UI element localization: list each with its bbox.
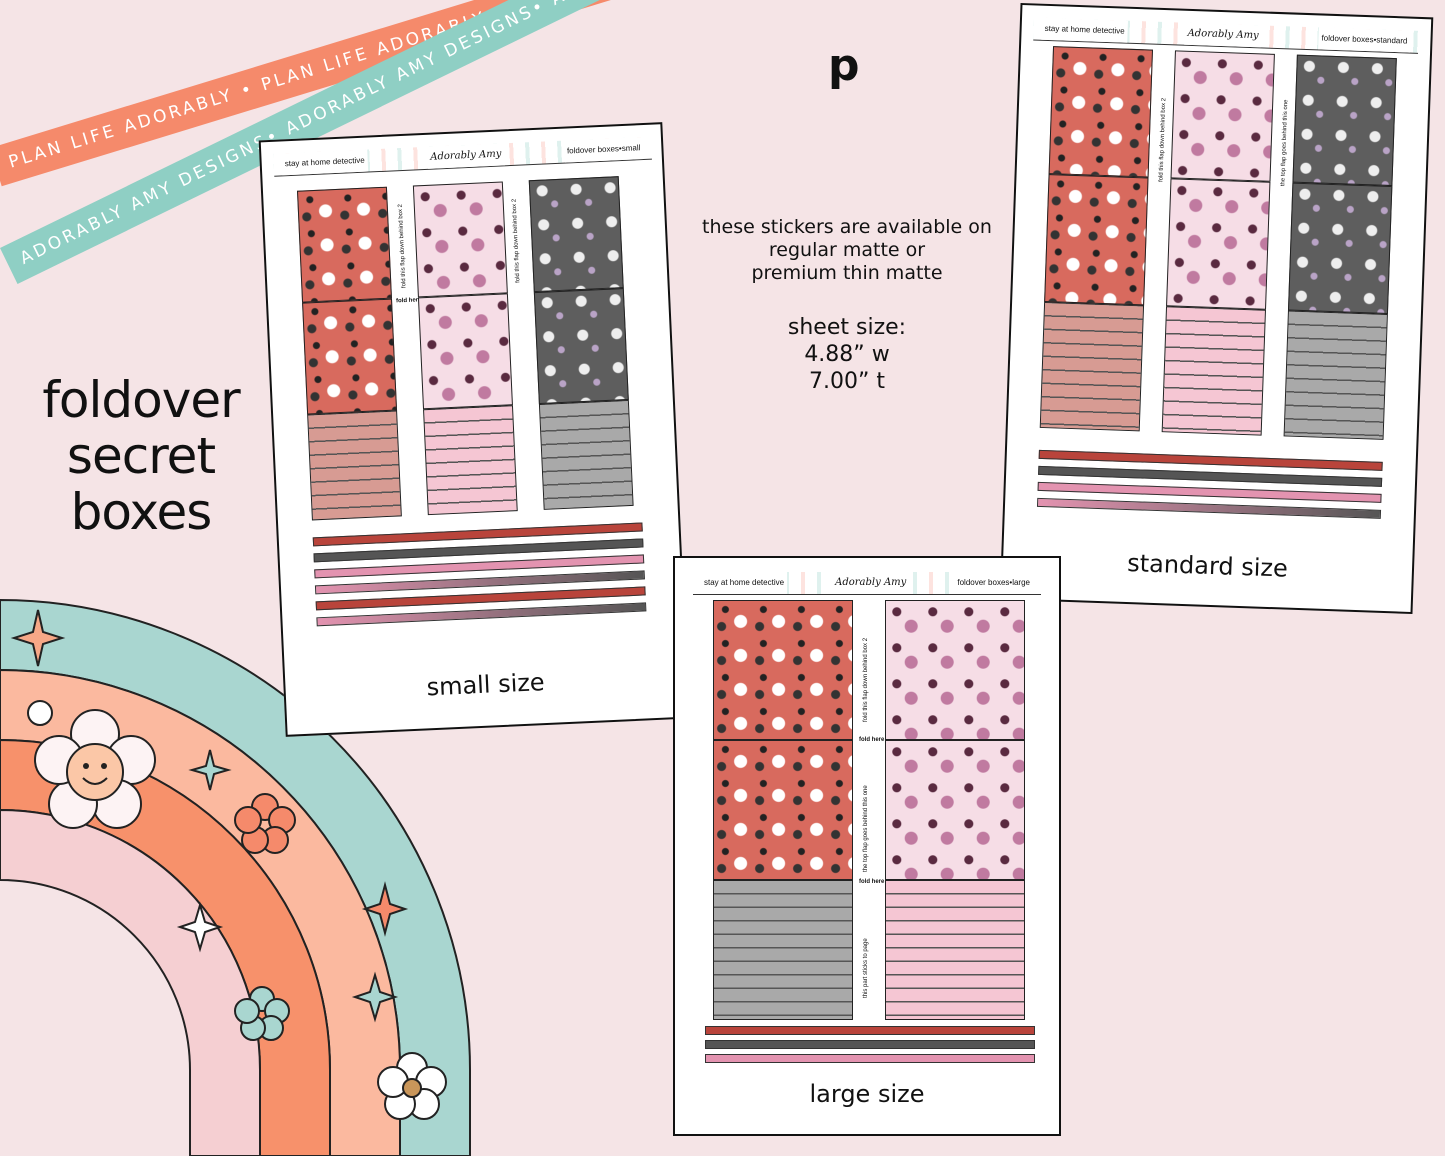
title-line: boxes: [70, 483, 213, 541]
title-line: secret: [66, 427, 216, 485]
logo-mark: p: [828, 40, 860, 91]
large-sticker-sheet: stay at home detective Adorably Amy fold…: [693, 572, 1041, 1072]
lined-box: [1161, 306, 1266, 436]
instruction-text: fold this flap down behind box 2: [397, 203, 408, 289]
sticker-box: [713, 740, 853, 880]
sheet-type-label: foldover boxes•large: [954, 572, 1033, 594]
sticker-box: [885, 740, 1025, 880]
box-column-red: [713, 600, 853, 1020]
stripe: [705, 1026, 1035, 1035]
instruction-text: fold this flap down behind box 2: [511, 198, 522, 283]
stripe: [705, 1040, 1035, 1049]
sheet-header: stay at home detective Adorably Amy fold…: [273, 136, 652, 177]
smiley-flower-icon: [34, 709, 156, 829]
instruction-text: the top flap goes behind this one: [863, 785, 869, 872]
box-column-grey: [528, 176, 634, 510]
rainbow-illustration: [0, 598, 471, 1156]
large-size-card: stay at home detective Adorably Amy fold…: [673, 556, 1061, 1136]
lined-box: [1283, 310, 1388, 440]
sheet-size-width: 4.88” w: [804, 342, 890, 367]
sticker-box: [1287, 182, 1393, 314]
sticker-box: [885, 600, 1025, 740]
stripe-set: [1036, 449, 1383, 532]
availability-line: regular matte or: [768, 239, 926, 261]
box-column-pink: [1161, 50, 1275, 436]
box-column-pink: [885, 600, 1025, 1020]
product-title: foldover secret boxes: [34, 372, 248, 540]
lined-box: [713, 880, 853, 1020]
sticker-box: [302, 298, 398, 415]
availability-line: premium thin matte: [751, 262, 943, 284]
sticker-box: [1170, 50, 1275, 182]
sticker-box: [412, 181, 508, 298]
orange-flower-icon: [234, 793, 296, 854]
standard-size-card: stay at home detective Adorably Amy fold…: [999, 2, 1434, 615]
box-column-red: [1039, 46, 1153, 432]
sticker-box: [528, 176, 624, 293]
stripe-set: [312, 522, 648, 647]
standard-sticker-sheet: stay at home detective Adorably Amy fold…: [1015, 17, 1419, 556]
brand-logo: Adorably Amy: [832, 572, 910, 594]
lined-box: [538, 399, 634, 510]
sheet-type-label: foldover boxes•standard: [1318, 27, 1411, 53]
fold-label: fold here: [859, 879, 885, 885]
sticker-box: [713, 600, 853, 740]
instruction-text: fold this flap down behind box 2: [863, 637, 869, 722]
large-size-caption: large size: [809, 1080, 925, 1108]
availability-line: these stickers are available on: [702, 216, 992, 238]
sheet-header: stay at home detective Adorably Amy fold…: [693, 572, 1041, 595]
sticker-box: [533, 288, 629, 405]
sticker-box: [296, 186, 392, 303]
sheet-size-info: sheet size: 4.88” w 7.00” t: [740, 314, 954, 395]
sticker-box: [1048, 46, 1153, 178]
lined-box: [1039, 301, 1145, 432]
instruction-text: fold this flap down behind box 2: [1158, 97, 1168, 183]
box-column-pink: [412, 181, 518, 516]
stripe: [705, 1054, 1035, 1063]
lined-box: [885, 880, 1025, 1020]
eye-icon: [27, 700, 53, 726]
sparkle-icon: [176, 901, 224, 953]
small-size-card: stay at home detective Adorably Amy fold…: [258, 122, 690, 737]
sticker-box: [1044, 174, 1149, 306]
sparkle-icon: [188, 749, 232, 791]
sheet-theme-label: stay at home detective: [701, 572, 788, 594]
sheet-theme-label: stay at home detective: [281, 149, 369, 176]
sticker-box: [1292, 54, 1397, 187]
sheet-theme-label: stay at home detective: [1041, 17, 1129, 43]
title-line: foldover: [42, 371, 240, 429]
sticker-box: [417, 293, 513, 410]
sparkle-icon: [361, 881, 409, 937]
sparkle-icon: [351, 971, 399, 1023]
white-flower-icon: [377, 1052, 447, 1120]
sparkle-icon: [10, 609, 66, 667]
lined-box: [423, 405, 518, 516]
sheet-size-height: 7.00” t: [808, 369, 885, 394]
box-column-grey: [1283, 54, 1397, 440]
stripe-set: [705, 1026, 1035, 1066]
brand-logo: Adorably Amy: [426, 143, 505, 169]
small-sticker-sheet: stay at home detective Adorably Amy fold…: [273, 136, 675, 674]
availability-note: these stickers are available on regular …: [690, 216, 1004, 285]
instruction-text: this part sticks to page: [863, 938, 869, 998]
mint-flower-icon: [234, 986, 290, 1041]
fold-label: fold here: [859, 737, 885, 743]
sheet-type-label: foldover boxes•small: [563, 137, 644, 163]
lined-box: [307, 410, 402, 521]
instruction-text: the top flap goes behind this one: [1280, 99, 1290, 187]
box-column-red: [296, 186, 402, 521]
sheet-size-label: sheet size:: [787, 315, 907, 340]
brand-logo: Adorably Amy: [1184, 22, 1263, 48]
sticker-box: [1166, 178, 1271, 310]
